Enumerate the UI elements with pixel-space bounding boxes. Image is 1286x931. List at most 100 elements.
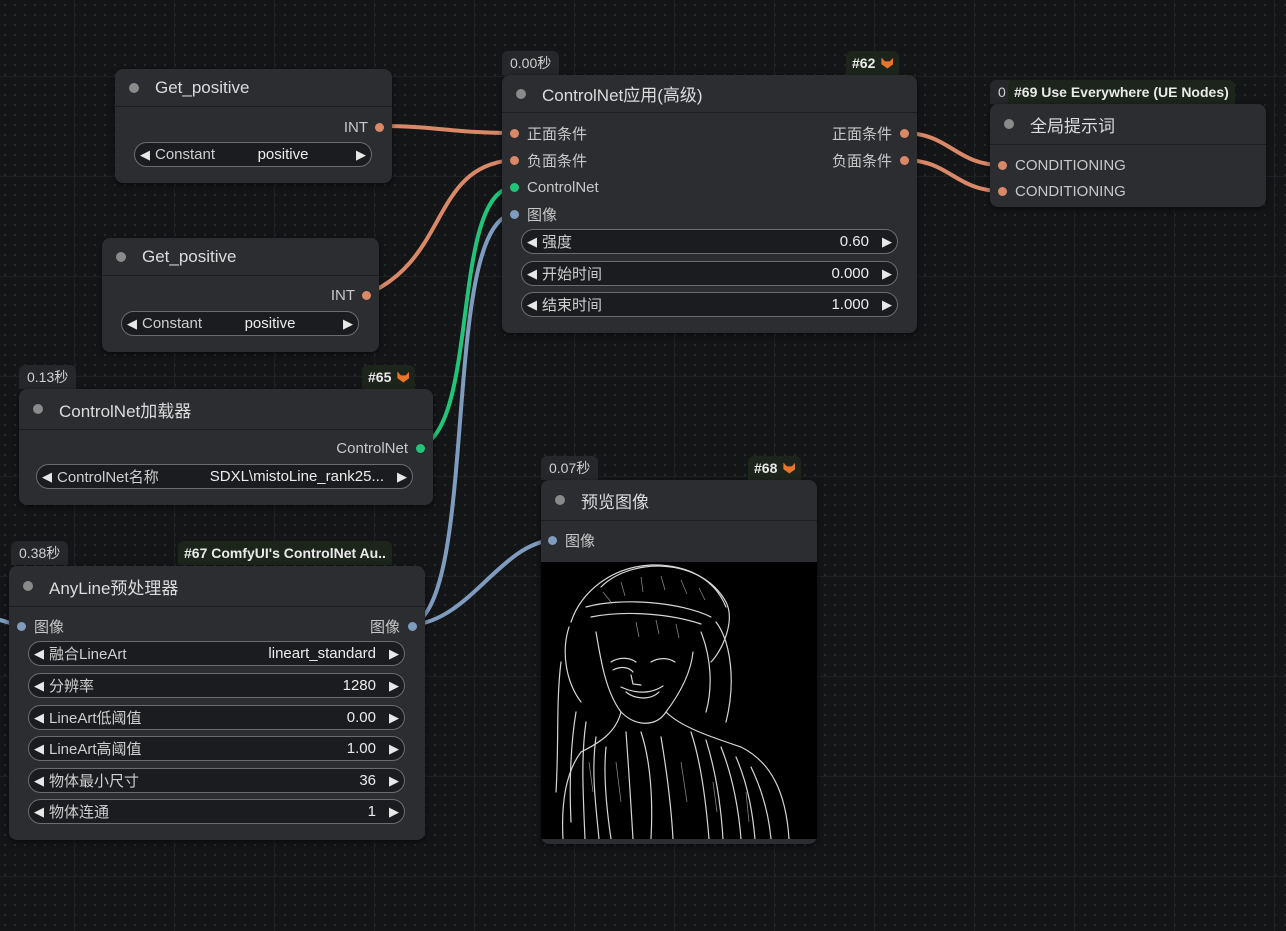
widget-label: 结束时间 — [542, 297, 603, 314]
widget-value: 1.00 — [346, 740, 376, 757]
input-conditioning[interactable]: CONDITIONING — [998, 155, 1126, 175]
decrement-arrow-icon[interactable]: ◀ — [140, 146, 150, 162]
collapse-dot-icon[interactable] — [129, 82, 139, 93]
node-header[interactable]: 全局提示词 — [990, 104, 1266, 145]
execution-time-badge: 0.07秒 — [541, 456, 599, 480]
input-label: CONDITIONING — [1015, 182, 1126, 200]
widget-label: Constant — [155, 146, 216, 163]
increment-arrow-icon[interactable]: ▶ — [389, 740, 399, 756]
output-negative[interactable]: 负面条件 — [832, 150, 909, 170]
decrement-arrow-icon[interactable]: ◀ — [527, 296, 537, 312]
collapse-dot-icon[interactable] — [1004, 119, 1014, 129]
node-header[interactable]: ControlNet应用(高级) — [502, 75, 917, 113]
increment-arrow-icon[interactable]: ▶ — [343, 315, 353, 331]
decrement-arrow-icon[interactable]: ◀ — [34, 803, 44, 819]
input-socket-icon[interactable] — [548, 535, 557, 545]
controlnet-apply-node[interactable]: ControlNet应用(高级) 正面条件 负面条件 ControlNet 图像… — [502, 75, 917, 333]
input-socket-icon[interactable] — [998, 160, 1007, 170]
input-image[interactable]: 图像 — [510, 204, 557, 224]
preview-image-node[interactable]: 预览图像 图像 — [541, 480, 817, 844]
decrement-arrow-icon[interactable]: ◀ — [34, 772, 44, 788]
input-socket-icon[interactable] — [510, 128, 519, 138]
widget-label: LineArt低阈值 — [49, 710, 142, 727]
widget-value: 36 — [359, 772, 376, 789]
increment-arrow-icon[interactable]: ▶ — [882, 296, 892, 312]
decrement-arrow-icon[interactable]: ◀ — [34, 677, 44, 693]
increment-arrow-icon[interactable]: ▶ — [356, 146, 366, 162]
input-socket-icon[interactable] — [17, 621, 26, 631]
merge-lineart-select[interactable]: ◀ 融合LineArt lineart_standard ▶ — [28, 641, 405, 666]
increment-arrow-icon[interactable]: ▶ — [882, 265, 892, 281]
output-socket-icon[interactable] — [416, 443, 425, 453]
decrement-arrow-icon[interactable]: ◀ — [34, 645, 44, 661]
input-socket-icon[interactable] — [510, 155, 519, 165]
input-negative[interactable]: 负面条件 — [510, 150, 587, 170]
constant-widget[interactable]: ◀ Constant positive ▶ — [134, 142, 372, 167]
input-image[interactable]: 图像 — [548, 530, 595, 550]
output-label: 图像 — [369, 618, 400, 636]
node-header[interactable]: AnyLine预处理器 — [9, 566, 425, 607]
output-socket-icon[interactable] — [900, 128, 909, 138]
increment-arrow-icon[interactable]: ▶ — [882, 233, 892, 249]
node-header[interactable]: Get_positive — [102, 238, 379, 276]
constant-widget[interactable]: ◀ Constant positive ▶ — [121, 311, 359, 336]
int-output[interactable]: INT — [344, 117, 384, 137]
node-title: Get_positive — [142, 246, 237, 266]
output-positive[interactable]: 正面条件 — [832, 123, 909, 143]
input-controlnet[interactable]: ControlNet — [510, 177, 599, 197]
increment-arrow-icon[interactable]: ▶ — [389, 803, 399, 819]
get-positive-node[interactable]: Get_positive INT ◀ Constant positive ▶ — [115, 69, 392, 183]
preview-image[interactable] — [541, 562, 817, 839]
execution-time-badge: 0 — [990, 80, 1014, 104]
start-percent-widget[interactable]: ◀ 开始时间 0.000 ▶ — [521, 261, 898, 286]
decrement-arrow-icon[interactable]: ◀ — [34, 709, 44, 725]
node-id-badge: #65 — [362, 365, 416, 389]
controlnet-loader-node[interactable]: ControlNet加载器 ControlNet ◀ ControlNet名称 … — [19, 389, 433, 505]
object-connectivity-widget[interactable]: ◀ 物体连通 1 ▶ — [28, 799, 405, 824]
output-socket-icon[interactable] — [900, 155, 909, 165]
decrement-arrow-icon[interactable]: ◀ — [34, 740, 44, 756]
increment-arrow-icon[interactable]: ▶ — [389, 709, 399, 725]
input-socket-icon[interactable] — [510, 209, 519, 219]
increment-arrow-icon[interactable]: ▶ — [389, 677, 399, 693]
increment-arrow-icon[interactable]: ▶ — [389, 772, 399, 788]
lineart-high-threshold-widget[interactable]: ◀ LineArt高阈值 1.00 ▶ — [28, 736, 405, 761]
decrement-arrow-icon[interactable]: ◀ — [527, 233, 537, 249]
output-image[interactable]: 图像 — [370, 616, 417, 636]
global-prompt-node[interactable]: 全局提示词 CONDITIONING CONDITIONING — [990, 104, 1266, 207]
controlnet-name-select[interactable]: ◀ ControlNet名称 SDXL\mistoLine_rank25... … — [36, 464, 413, 489]
node-id-badge: #68 — [748, 456, 802, 480]
node-header[interactable]: Get_positive — [115, 69, 392, 107]
input-socket-icon[interactable] — [998, 186, 1007, 196]
collapse-dot-icon[interactable] — [555, 495, 565, 505]
lineart-low-threshold-widget[interactable]: ◀ LineArt低阈值 0.00 ▶ — [28, 705, 405, 730]
output-socket-icon[interactable] — [362, 290, 371, 300]
get-positive-node[interactable]: Get_positive INT ◀ Constant positive ▶ — [102, 238, 379, 352]
collapse-dot-icon[interactable] — [116, 251, 126, 262]
object-min-size-widget[interactable]: ◀ 物体最小尺寸 36 ▶ — [28, 768, 405, 793]
controlnet-output[interactable]: ControlNet — [336, 438, 425, 458]
node-header[interactable]: 预览图像 — [541, 480, 817, 521]
increment-arrow-icon[interactable]: ▶ — [389, 645, 399, 661]
decrement-arrow-icon[interactable]: ◀ — [127, 315, 137, 331]
increment-arrow-icon[interactable]: ▶ — [397, 468, 407, 484]
input-conditioning[interactable]: CONDITIONING — [998, 181, 1126, 201]
widget-value: 0.000 — [831, 265, 869, 282]
anyline-preprocessor-node[interactable]: AnyLine预处理器 图像 图像 ◀ 融合LineArt lineart_st… — [9, 566, 425, 840]
output-socket-icon[interactable] — [408, 621, 417, 631]
input-image[interactable]: 图像 — [17, 616, 64, 636]
decrement-arrow-icon[interactable]: ◀ — [527, 265, 537, 281]
input-socket-icon[interactable] — [510, 182, 519, 192]
widget-label: ControlNet名称 — [57, 469, 159, 486]
collapse-dot-icon[interactable] — [23, 581, 33, 591]
collapse-dot-icon[interactable] — [33, 404, 43, 414]
resolution-widget[interactable]: ◀ 分辨率 1280 ▶ — [28, 673, 405, 698]
output-socket-icon[interactable] — [375, 122, 384, 132]
int-output[interactable]: INT — [331, 285, 371, 305]
input-positive[interactable]: 正面条件 — [510, 123, 587, 143]
collapse-dot-icon[interactable] — [516, 88, 526, 99]
strength-widget[interactable]: ◀ 强度 0.60 ▶ — [521, 229, 898, 254]
node-header[interactable]: ControlNet加载器 — [19, 389, 433, 430]
decrement-arrow-icon[interactable]: ◀ — [42, 468, 52, 484]
end-percent-widget[interactable]: ◀ 结束时间 1.000 ▶ — [521, 292, 898, 317]
